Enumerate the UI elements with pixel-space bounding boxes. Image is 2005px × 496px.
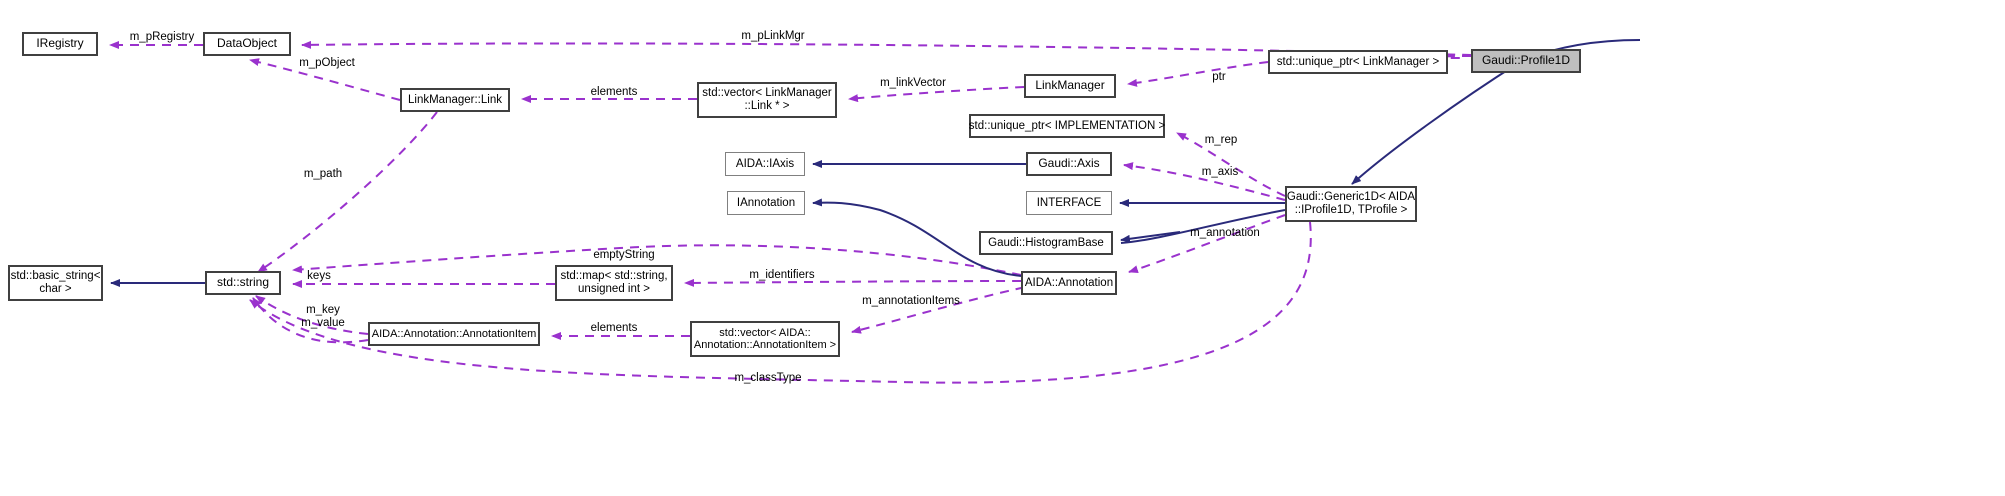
node-interface[interactable]: INTERFACE — [1026, 191, 1112, 215]
node-iregistry[interactable]: IRegistry — [22, 32, 98, 56]
edge-label-m-key-m-value: m_key m_value — [301, 304, 345, 330]
node-vector-linkmanager-link[interactable]: std::vector< LinkManager ::Link * > — [697, 82, 837, 118]
node-annotation-item[interactable]: AIDA::Annotation::AnnotationItem — [368, 322, 540, 346]
edge-label-m-annotation: m_annotation — [1190, 227, 1260, 239]
node-gaudi-generic1d[interactable]: Gaudi::Generic1D< AIDA ::IProfile1D, TPr… — [1285, 186, 1417, 222]
node-aida-annotation[interactable]: AIDA::Annotation — [1021, 271, 1117, 295]
edge-inherit-iannotation — [812, 198, 1022, 277]
edge-label-m-axis: m_axis — [1201, 166, 1239, 178]
node-gaudi-axis[interactable]: Gaudi::Axis — [1026, 152, 1112, 176]
node-gaudi-histogrambase[interactable]: Gaudi::HistogramBase — [979, 231, 1113, 255]
edge-label-m-classtype: m_classType — [734, 372, 802, 384]
edge-m-rep — [1176, 132, 1286, 197]
node-linkmanager[interactable]: LinkManager — [1024, 74, 1116, 98]
node-std-string[interactable]: std::string — [205, 271, 281, 295]
edge-label-m-linkvector: m_linkVector — [880, 77, 946, 89]
edge-inherit-histogrambase-head — [1120, 231, 1181, 243]
node-dataobject[interactable]: DataObject — [203, 32, 291, 56]
edge-label-m-plinkmgr: m_pLinkMgr — [741, 30, 805, 42]
edge-m-annotationItems — [851, 283, 1041, 334]
edge-label-m-annotationitems: m_annotationItems — [862, 295, 960, 307]
edge-label-emptystring: emptyString — [593, 249, 655, 261]
edge-m-linkVector — [848, 86, 1025, 103]
edge-label-m-path: m_path — [303, 168, 343, 180]
edge-m-annotation — [1128, 214, 1286, 274]
edge-label-ptr: ptr — [1212, 71, 1226, 83]
node-std-basic-string[interactable]: std::basic_string< char > — [8, 265, 103, 301]
edge-label-m-pregistry: m_pRegistry — [129, 31, 195, 43]
edge-ptr — [1127, 61, 1269, 87]
edge-label-elements-link: elements — [590, 86, 638, 98]
node-iannotation[interactable]: IAnnotation — [727, 191, 805, 215]
edge-label-m-rep: m_rep — [1204, 134, 1238, 146]
edge-label-m-pobject: m_pObject — [299, 57, 355, 69]
edge-label-m-identifiers: m_identifiers — [749, 269, 815, 281]
node-aida-iaxis[interactable]: AIDA::IAxis — [725, 152, 805, 176]
node-unique-ptr-linkmanager[interactable]: std::unique_ptr< LinkManager > — [1268, 50, 1448, 74]
node-std-map-string-uint[interactable]: std::map< std::string, unsigned int > — [555, 265, 673, 301]
edge-emptyString — [292, 244, 1022, 276]
node-linkmanager-link[interactable]: LinkManager::Link — [400, 88, 510, 112]
node-gaudi-profile1d[interactable]: Gaudi::Profile1D — [1471, 49, 1581, 73]
edge-inherit-profile1d — [1351, 61, 1521, 185]
edge-m-axis — [1123, 162, 1286, 201]
node-unique-ptr-implementation[interactable]: std::unique_ptr< IMPLEMENTATION > — [969, 114, 1165, 138]
edge-inherit-histogrambase — [1120, 209, 1286, 244]
edge-m-classType — [249, 221, 1312, 384]
edge-m-path — [257, 111, 438, 273]
edge-m-identifiers — [684, 278, 1022, 287]
edge-label-elements-annot: elements — [590, 322, 638, 334]
edge-m-pObject — [249, 58, 401, 101]
edge-label-keys: keys — [307, 270, 331, 282]
node-vector-annotation-item[interactable]: std::vector< AIDA:: Annotation::Annotati… — [690, 321, 840, 357]
